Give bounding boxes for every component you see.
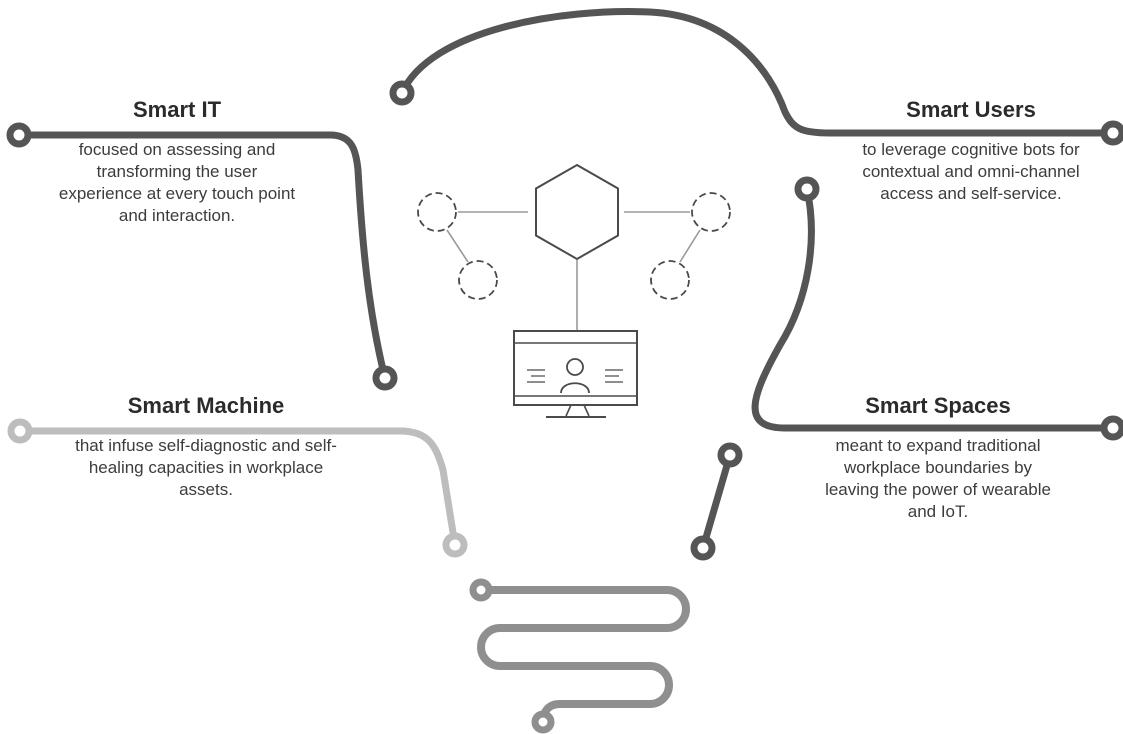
network-diagram-icon (417, 163, 731, 418)
smart-it-line (6, 122, 398, 391)
smart-users-block: Smart Users to leverage cognitive bots f… (832, 97, 1110, 205)
smart-spaces-description: meant to expand traditional workplace bo… (825, 436, 1051, 521)
node-dot (531, 710, 555, 734)
lower-right-connector (690, 442, 743, 561)
node-dot (690, 535, 716, 561)
node-dot (1100, 415, 1123, 441)
node-dot (1100, 120, 1123, 146)
smart-machine-description: that infuse self-diagnostic and self-hea… (75, 436, 337, 499)
smart-users-title: Smart Users (906, 97, 1036, 122)
node-dot (717, 442, 743, 468)
dashed-circle-icon (417, 192, 457, 232)
smart-it-title: Smart IT (132, 97, 222, 122)
dashed-circle-icon (458, 260, 498, 300)
bulb-filament (469, 578, 690, 734)
smart-machine-line (7, 418, 468, 558)
hexagon-node-icon (535, 163, 619, 261)
node-dot (469, 578, 493, 602)
monitor-user-icon (513, 330, 638, 418)
node-dot (7, 418, 33, 444)
node-dot (6, 122, 32, 148)
bulb-top-arc (389, 8, 1123, 146)
smart-spaces-line (751, 176, 1123, 441)
node-dot (389, 80, 415, 106)
smart-spaces-block: Smart Spaces meant to expand traditional… (814, 393, 1062, 523)
smart-machine-title: Smart Machine (127, 393, 285, 418)
node-dot (372, 365, 398, 391)
node-dot (794, 176, 820, 202)
smart-machine-block: Smart Machine that infuse self-diagnosti… (56, 393, 356, 501)
smart-users-description: to leverage cognitive bots for contextua… (862, 140, 1080, 203)
smart-spaces-title: Smart Spaces (865, 393, 1011, 418)
dashed-circle-icon (691, 192, 731, 232)
node-dot (442, 532, 468, 558)
dashed-circle-icon (650, 260, 690, 300)
smart-it-description: focused on assessing and transforming th… (58, 140, 296, 225)
smart-it-block: Smart IT focused on assessing and transf… (42, 97, 312, 227)
